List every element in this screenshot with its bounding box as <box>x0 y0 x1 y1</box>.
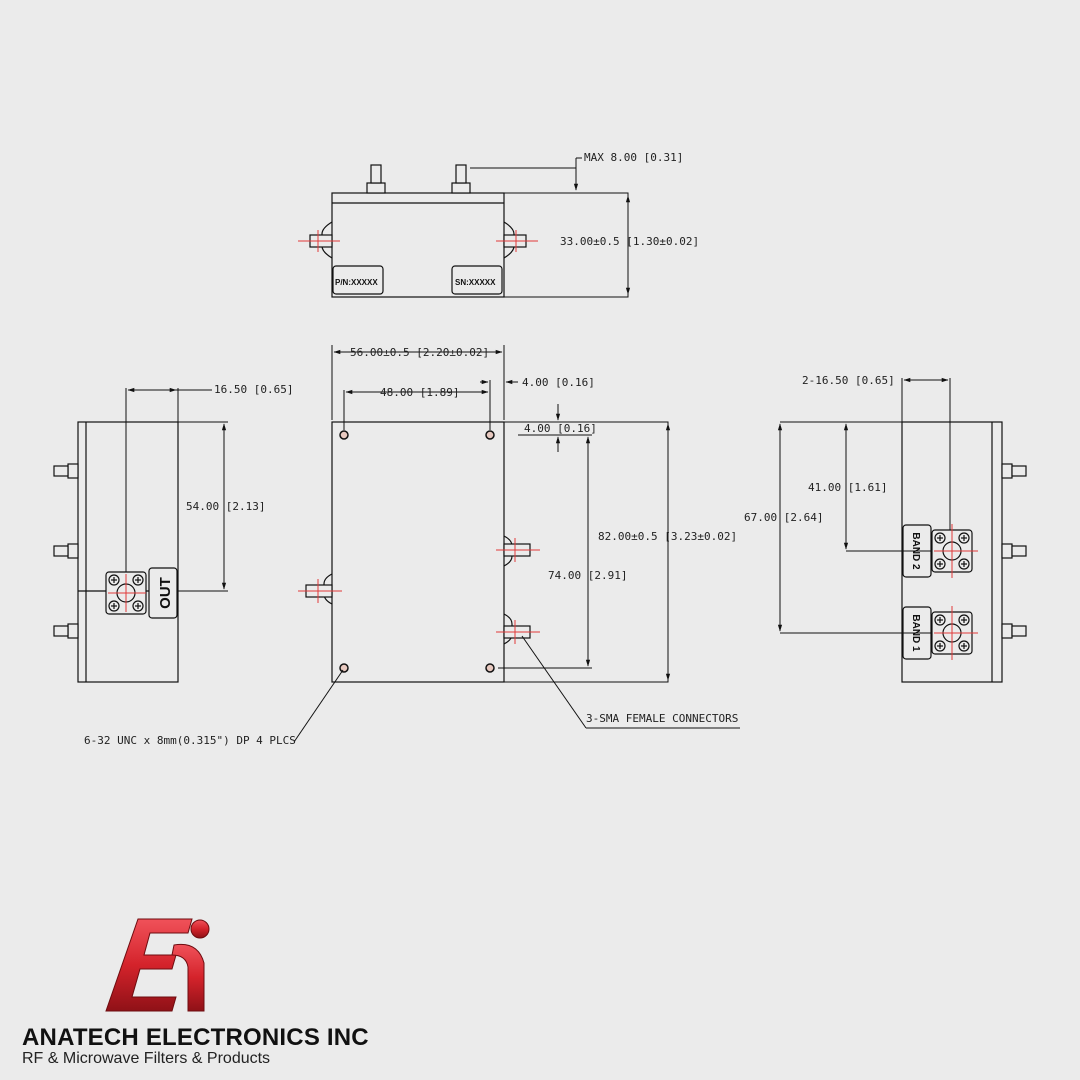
sma-connector-front-left <box>298 573 342 605</box>
sma-connector-front-right-2 <box>496 613 540 645</box>
sma-connector-front-right-1 <box>496 535 540 567</box>
dim-edge-offset-y: 4.00 [0.16] <box>524 422 597 435</box>
company-tagline: RF & Microwave Filters & Products <box>22 1050 271 1067</box>
mounting-hole <box>339 663 349 673</box>
dim-hole-spacing-y: 74.00 [2.91] <box>548 569 627 582</box>
sn-label-box <box>451 265 503 295</box>
dim-band1-height: 67.00 [2.64] <box>744 511 823 524</box>
company-name: ANATECH ELECTRONICS INC <box>22 1024 369 1051</box>
dim-hole-spacing-x: 48.00 [1.89] <box>380 386 459 399</box>
band1-port-label: BAND 1 <box>910 614 921 652</box>
front-view-body <box>331 421 505 683</box>
mounting-hole <box>485 663 495 673</box>
dim-max-height: MAX 8.00 [0.31] <box>584 151 683 164</box>
dim-front-width: 56.00±0.5 [2.20±0.02] <box>350 346 489 359</box>
front-view <box>293 345 740 743</box>
dim-edge-offset-x: 4.00 [0.16] <box>522 376 595 389</box>
note-sma-connectors: 3-SMA FEMALE CONNECTORS <box>586 712 738 725</box>
out-port-label: OUT <box>157 577 174 609</box>
company-logo <box>105 918 210 1012</box>
pn-label-box <box>332 265 384 295</box>
top-connector-1 <box>366 164 386 194</box>
sn-label: SN:XXXXX <box>455 278 496 287</box>
mounting-hole <box>485 430 495 440</box>
dim-right-offset: 2-16.50 [0.65] <box>802 374 895 387</box>
dim-left-height: 54.00 [2.13] <box>186 500 265 513</box>
top-connector-2 <box>451 164 471 194</box>
left-view <box>53 387 228 683</box>
top-view <box>298 157 631 298</box>
dim-band2-height: 41.00 [1.61] <box>808 481 887 494</box>
dim-left-offset: 16.50 [0.65] <box>214 383 293 396</box>
dim-front-height: 82.00±0.5 [3.23±0.02] <box>598 530 737 543</box>
left-view-body <box>77 421 179 683</box>
band2-port-label: BAND 2 <box>910 532 921 570</box>
right-view <box>777 377 1027 683</box>
dim-top-height: 33.00±0.5 [1.30±0.02] <box>560 235 699 248</box>
band2-connector <box>931 524 978 578</box>
mounting-hole <box>339 430 349 440</box>
note-mounting-holes: 6-32 UNC x 8mm(0.315") DP 4 PLCS <box>84 734 296 747</box>
band1-connector <box>931 606 978 660</box>
out-label-box <box>148 567 178 619</box>
pn-label: P/N:XXXXX <box>335 278 378 287</box>
